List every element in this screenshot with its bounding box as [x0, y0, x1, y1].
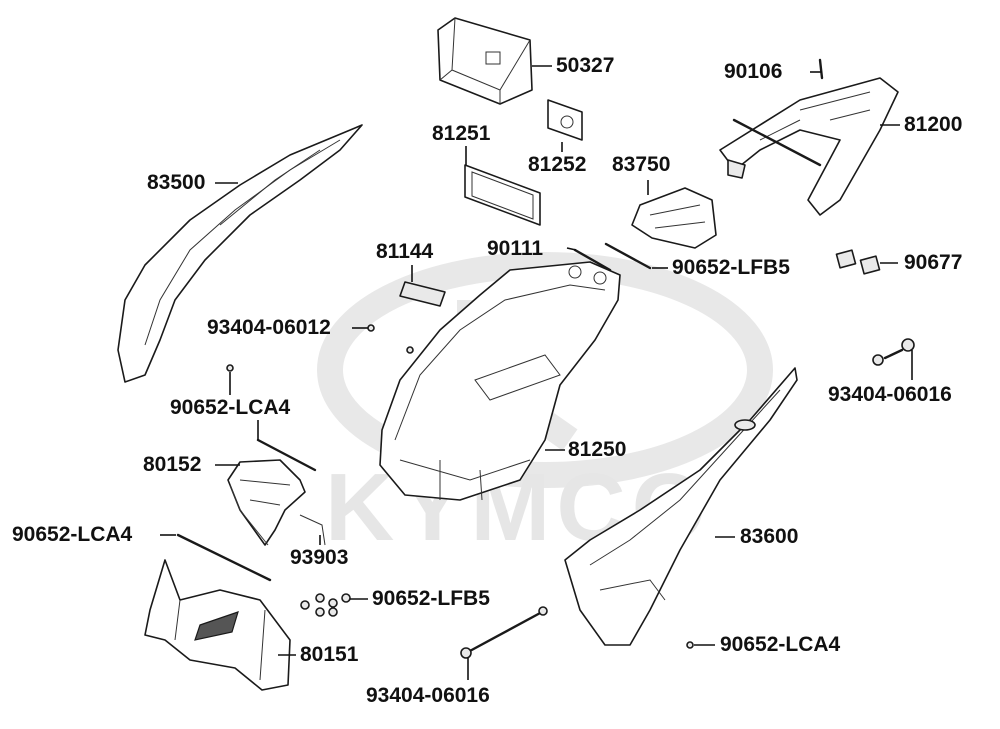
label-90652-lca4-left: 90652-LCA4 [12, 523, 133, 546]
screw-93404-06016-right [872, 338, 915, 366]
label-83750: 83750 [612, 153, 671, 176]
front-panel-80151-part [144, 559, 291, 691]
label-90106: 90106 [724, 60, 783, 83]
label-93404-06012: 93404-06012 [207, 316, 331, 339]
label-81200: 81200 [904, 113, 963, 136]
screw-90652-lca4-bottom [686, 641, 694, 649]
screw-93404-06012 [367, 324, 414, 354]
cap-81144-part [399, 281, 446, 307]
label-90652-lca4-bottom: 90652-LCA4 [720, 633, 841, 656]
label-93903: 93903 [290, 546, 349, 569]
label-81250: 81250 [568, 438, 627, 461]
label-90652-lca4-mid: 90652-LCA4 [170, 396, 291, 419]
tail-housing-part [631, 187, 717, 249]
label-93404-06016-right: 93404-06016 [828, 383, 952, 406]
springs-93903 [229, 484, 326, 546]
label-81144: 81144 [376, 240, 434, 263]
clip-nuts-90677 [835, 249, 881, 275]
label-81252: 81252 [528, 153, 587, 176]
screws-90652-lfb5-bottom [300, 593, 351, 617]
screw-90652-lfb5-top [604, 242, 652, 270]
label-93404-06016-bottom: 93404-06016 [366, 684, 490, 707]
label-83500: 83500 [147, 171, 206, 194]
label-80151: 80151 [300, 643, 359, 666]
label-80152: 80152 [143, 453, 202, 476]
label-90111: 90111 [487, 237, 544, 260]
left-side-cover-part [117, 124, 363, 383]
label-81251: 81251 [432, 122, 491, 145]
frame-gasket-part [464, 164, 541, 226]
screw-90652-lca4-left [176, 533, 272, 582]
cover-plate-part [547, 99, 583, 141]
leader-lines [160, 65, 913, 680]
battery-box-part [437, 17, 533, 105]
screw-90652-lca4-mid [226, 364, 317, 472]
label-90652-lfb5-top: 90652-LFB5 [672, 256, 790, 279]
bolt-90111 [573, 248, 612, 272]
inner-cowl-80152-part [227, 459, 306, 546]
right-side-cover-part [564, 367, 798, 646]
label-50327: 50327 [556, 54, 615, 77]
helmet-box-part [379, 261, 621, 501]
label-90677: 90677 [904, 251, 963, 274]
bolt-93404-06016-bottom [460, 606, 548, 659]
label-90652-lfb5-bottom: 90652-LFB5 [372, 587, 490, 610]
rear-carrier-part [719, 77, 899, 216]
label-83600: 83600 [740, 525, 799, 548]
bolt-90106 [732, 58, 824, 167]
